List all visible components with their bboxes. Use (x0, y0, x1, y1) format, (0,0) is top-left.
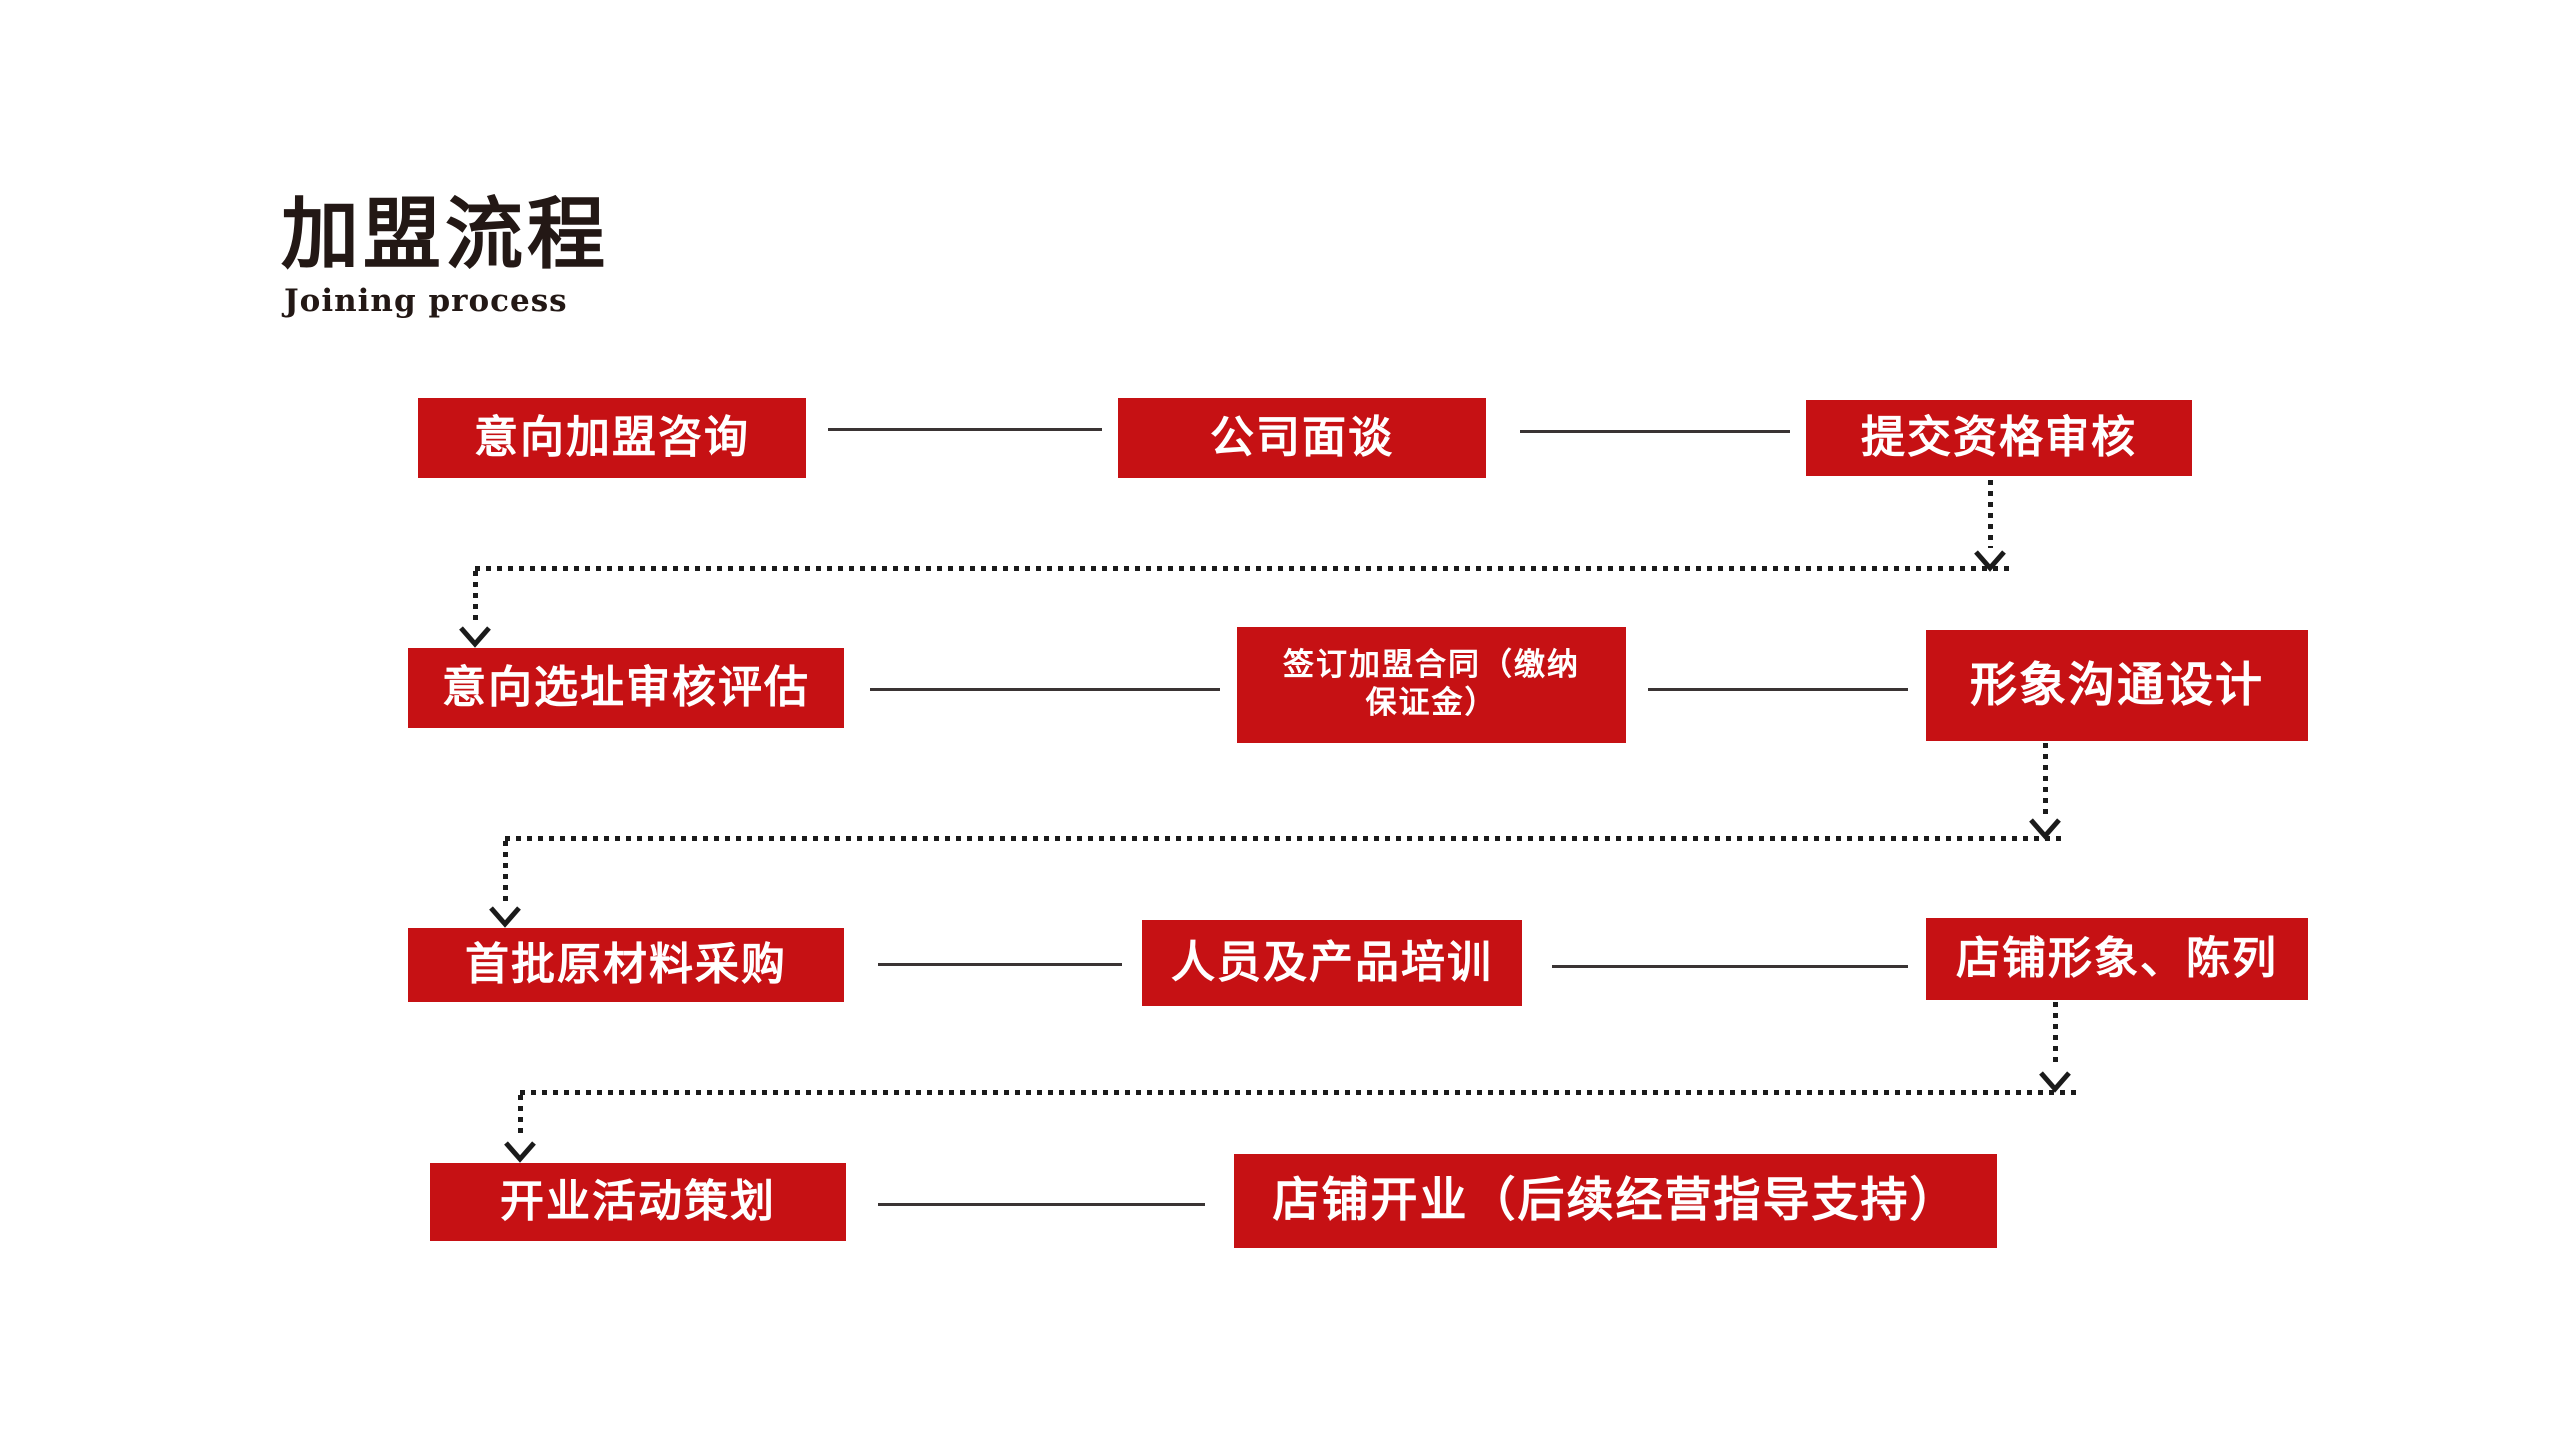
connector-line (878, 1203, 1205, 1206)
dotted-connector (1988, 480, 1993, 548)
flow-step-company-interview: 公司面谈 (1118, 398, 1486, 478)
dotted-connector (505, 836, 2067, 841)
flow-step-contract-signing: 签订加盟合同（缴纳 保证金） (1237, 627, 1626, 743)
dotted-connector (475, 566, 2012, 571)
connector-line (1520, 430, 1790, 433)
flow-step-store-display: 店铺形象、陈列 (1926, 918, 2308, 1000)
connector-line (1648, 688, 1908, 691)
arrow-down-icon (458, 625, 492, 648)
flow-step-image-design: 形象沟通设计 (1926, 630, 2308, 741)
arrow-down-icon (488, 905, 522, 928)
arrow-down-icon (503, 1140, 537, 1163)
dotted-connector (2053, 1002, 2058, 1068)
flow-step-store-opening: 店铺开业（后续经营指导支持） (1234, 1154, 1997, 1248)
dotted-connector (473, 571, 478, 626)
dotted-connector (2043, 743, 2048, 815)
flow-step-materials-purchase: 首批原材料采购 (408, 928, 844, 1002)
connector-line (1552, 965, 1908, 968)
flow-step-site-evaluation: 意向选址审核评估 (408, 648, 844, 728)
dotted-connector (520, 1090, 2080, 1095)
connector-line (828, 428, 1102, 431)
dotted-connector (503, 841, 508, 903)
flow-step-opening-planning: 开业活动策划 (430, 1163, 846, 1241)
flow-step-intent-inquiry: 意向加盟咨询 (418, 398, 806, 478)
dotted-connector (518, 1095, 523, 1139)
arrow-down-icon (2038, 1070, 2072, 1093)
flow-step-training: 人员及产品培训 (1142, 920, 1522, 1006)
flow-step-qualification-review: 提交资格审核 (1806, 400, 2192, 476)
connector-line (878, 963, 1122, 966)
page-subtitle: Joining process (284, 283, 568, 319)
page-title: 加盟流程 (281, 189, 610, 280)
connector-line (870, 688, 1220, 691)
